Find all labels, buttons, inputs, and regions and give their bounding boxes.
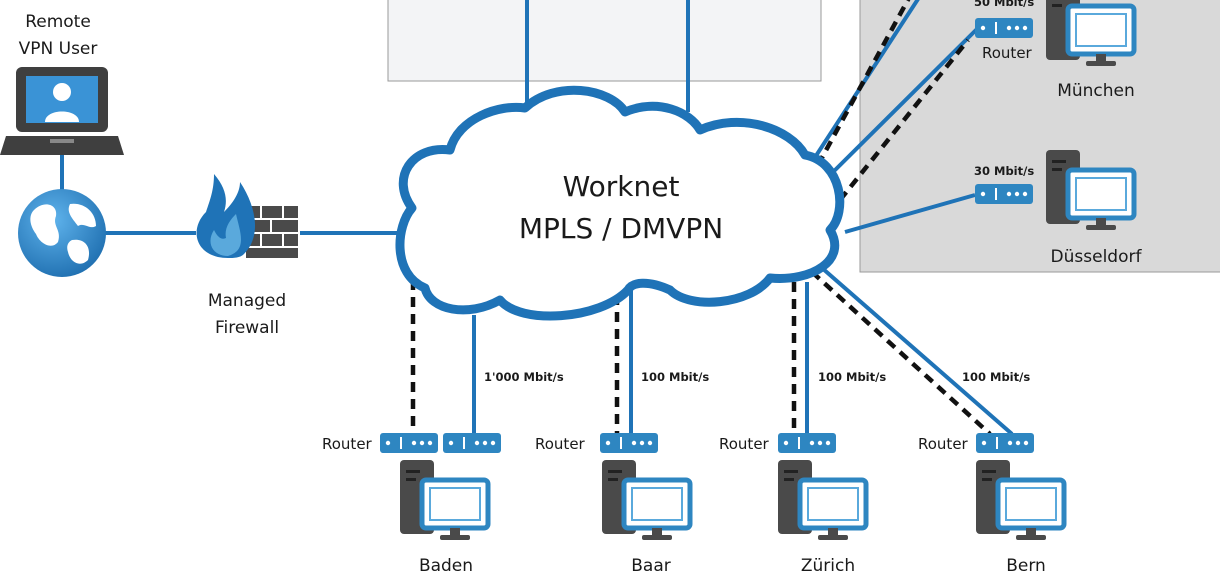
remote-user-label-line2: VPN User [19, 39, 98, 59]
router-icon [975, 184, 1033, 204]
router-icon [380, 433, 438, 453]
site-name-bern: Bern [1006, 556, 1046, 574]
site-name-baar: Baar [631, 556, 671, 574]
desktop-computer-icon [602, 460, 690, 540]
firewall-label-line1: Managed [208, 291, 286, 311]
site-name-duesseldorf: Düsseldorf [1051, 247, 1143, 267]
site-muenchen: 50 Mbit/s Router München [974, 0, 1135, 101]
internet-globe-icon [18, 189, 106, 277]
router-icon [600, 433, 658, 453]
site-baden: 1'000 Mbit/s Router Baden [322, 370, 564, 574]
top-panel [387, 0, 822, 82]
vpn-tunnels [410, 0, 992, 436]
router-icon [778, 433, 836, 453]
desktop-computer-icon [1046, 0, 1134, 66]
site-duesseldorf: 30 Mbit/s Düsseldorf [974, 150, 1142, 267]
links [60, 0, 1014, 436]
desktop-computer-icon [400, 460, 488, 540]
router-icon [443, 433, 501, 453]
site-zurich: 100 Mbit/s Router Zürich [719, 370, 886, 574]
router-label-baar: Router [535, 435, 586, 453]
desktop-computer-icon [976, 460, 1064, 540]
router-label-bern: Router [918, 435, 969, 453]
cloud-title: Worknet [563, 170, 680, 203]
speed-label-baar: 100 Mbit/s [641, 370, 709, 384]
speed-label-bern: 100 Mbit/s [962, 370, 1030, 384]
router-icon [975, 18, 1033, 38]
site-bern: 100 Mbit/s Router Bern [918, 370, 1064, 574]
speed-label-duesseldorf: 30 Mbit/s [974, 164, 1034, 178]
worknet-cloud: Worknet MPLS / DMVPN [395, 85, 845, 321]
site-baar: 100 Mbit/s Router Baar [535, 370, 709, 574]
router-label-zurich: Router [719, 435, 770, 453]
desktop-computer-icon [778, 460, 866, 540]
site-name-muenchen: München [1057, 81, 1135, 101]
site-name-zurich: Zürich [801, 556, 855, 574]
cloud-subtitle: MPLS / DMVPN [519, 212, 723, 245]
speed-label-muenchen: 50 Mbit/s [974, 0, 1034, 9]
laptop-user-icon [0, 67, 124, 155]
router-label-muenchen: Router [982, 44, 1033, 62]
germany-panel [859, 0, 1220, 273]
firewall-icon [196, 174, 298, 258]
router-label-baden: Router [322, 435, 373, 453]
remote-user-label-line1: Remote [25, 12, 91, 32]
speed-label-zurich: 100 Mbit/s [818, 370, 886, 384]
site-name-baden: Baden [419, 556, 473, 574]
router-icon [976, 433, 1034, 453]
speed-label-baden: 1'000 Mbit/s [484, 370, 564, 384]
firewall-label-line2: Firewall [215, 318, 279, 338]
